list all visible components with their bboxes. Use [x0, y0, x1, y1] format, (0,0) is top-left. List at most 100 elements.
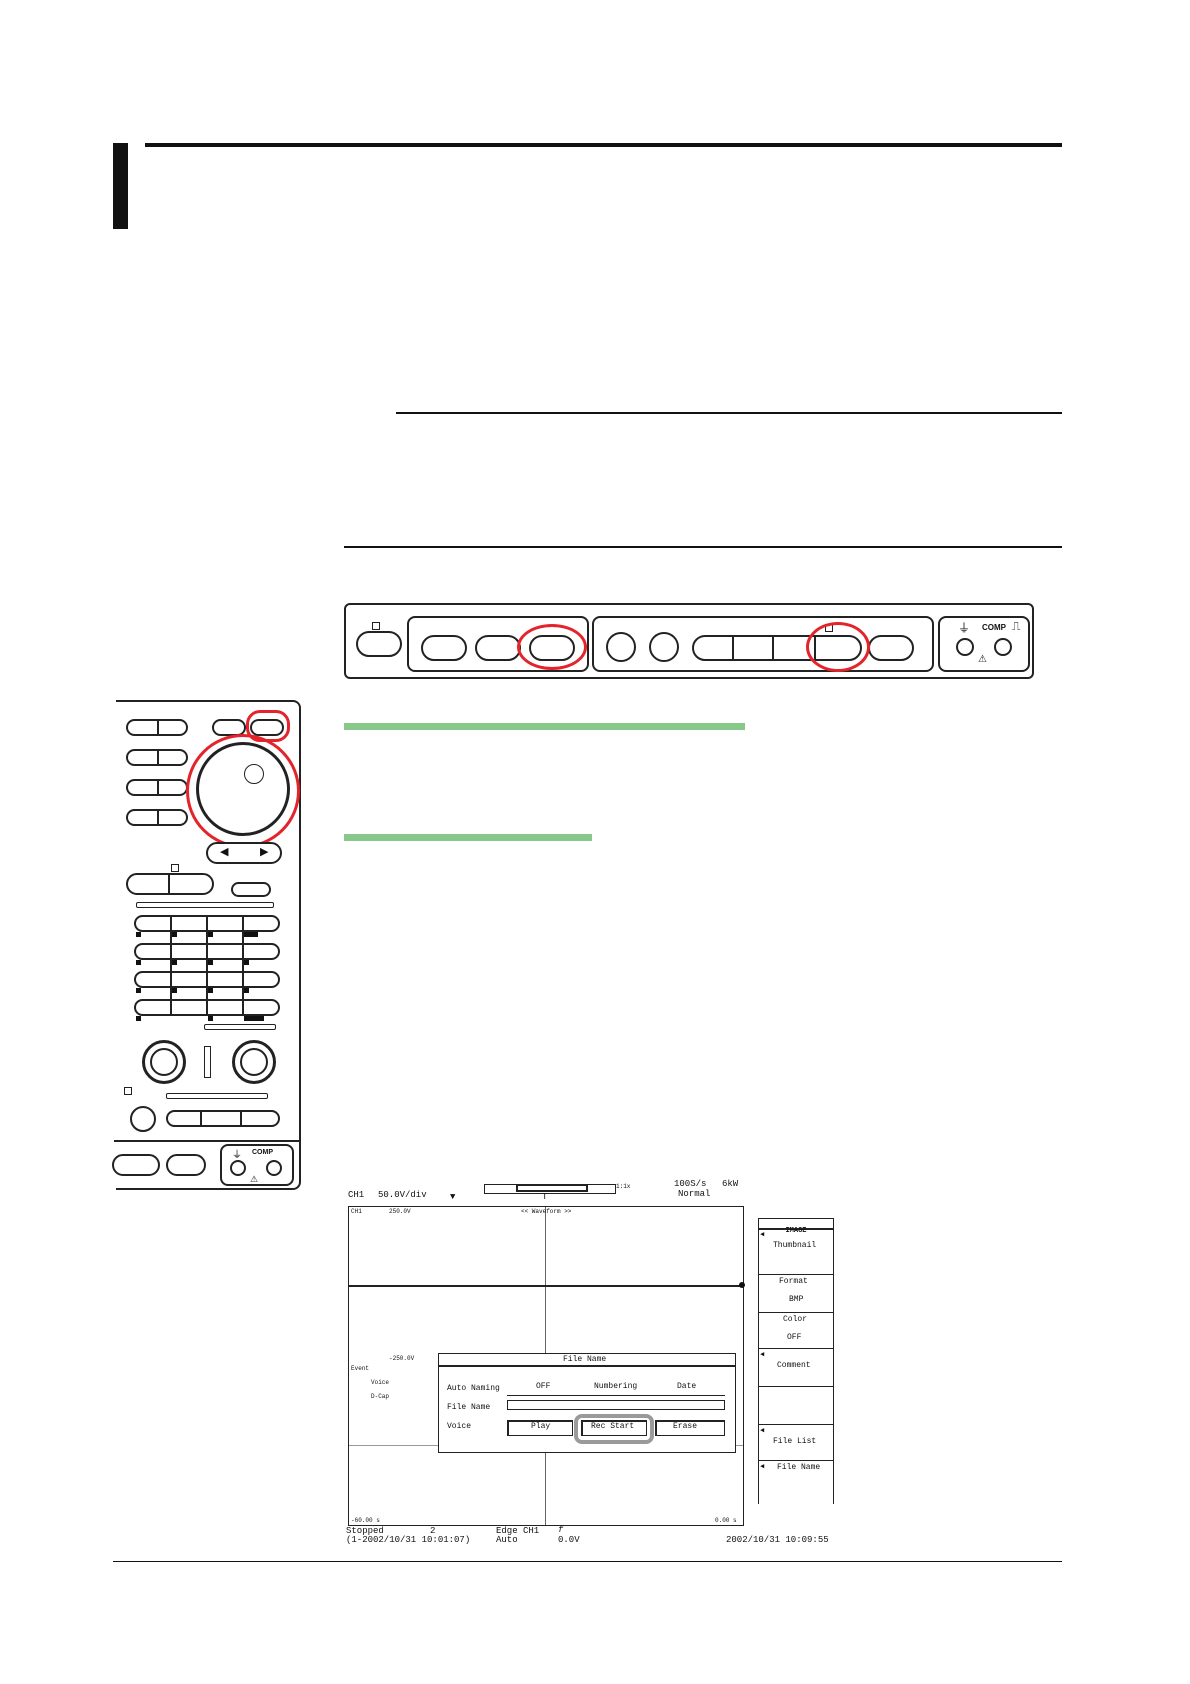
arrow-key-bar — [206, 842, 282, 864]
panel-key[interactable] — [868, 635, 914, 661]
panel-key[interactable] — [112, 1154, 160, 1176]
auto-naming-off[interactable]: OFF — [536, 1382, 551, 1391]
indicator-block — [136, 960, 141, 965]
procedure-rule — [344, 546, 1062, 548]
softkey-color[interactable]: Color OFF — [759, 1312, 833, 1348]
key-divider — [732, 635, 734, 661]
trigger-level: 0.0V — [558, 1535, 580, 1545]
horizontal-knob[interactable] — [232, 1040, 276, 1084]
panel-key[interactable] — [421, 635, 467, 661]
voice-rec-start-label: Rec Start — [591, 1422, 635, 1431]
chapter-header-rule — [145, 143, 1062, 147]
oscilloscope-screen: CH1 50.0V/div 1:1x 100S/s 6kW Normal ▼ T… — [344, 1178, 834, 1545]
indicator-block — [136, 932, 141, 937]
softkey-comment[interactable]: ◀ Comment — [759, 1348, 833, 1386]
key-divider — [157, 809, 159, 826]
key-divider — [772, 635, 774, 661]
indicator-block — [208, 988, 213, 993]
acquisition-count: 2 — [430, 1526, 436, 1536]
indicator-block — [208, 960, 213, 965]
key-row[interactable] — [166, 1110, 280, 1127]
ground-icon: ⏚ — [958, 621, 971, 635]
square-wave-icon: ⎍ — [1012, 619, 1021, 633]
key-divider — [157, 749, 159, 766]
voice-erase-button[interactable]: Erase — [655, 1420, 725, 1436]
trace-end-marker — [739, 1282, 745, 1288]
section-rule — [396, 412, 1062, 414]
grid-top-center: << Waveform >> — [521, 1208, 572, 1215]
trigger-slope-icon: f — [558, 1525, 564, 1535]
comp-terminal — [266, 1160, 282, 1176]
softkey-blank — [759, 1386, 833, 1424]
indicator-block — [136, 1016, 141, 1021]
grid-list-dcap: D-Cap — [371, 1393, 390, 1400]
key-row-dividers — [206, 915, 208, 1016]
clock: 2002/10/31 10:09:55 — [726, 1535, 829, 1545]
round-key[interactable] — [649, 632, 679, 662]
acquisition-state: Stopped — [346, 1526, 384, 1536]
led-indicator — [124, 1087, 132, 1095]
softkey-thumbnail[interactable]: ◀ Thumbnail — [759, 1228, 833, 1274]
grid-top-scale: 250.0V — [389, 1208, 411, 1215]
led-indicator — [171, 864, 179, 872]
zoom-tag: 1:1x — [616, 1183, 631, 1190]
dialog-title-rule — [439, 1365, 735, 1367]
left-arrow-icon[interactable]: ◀ — [220, 846, 229, 858]
highlight-ring — [186, 734, 300, 848]
softkey-file-name[interactable]: ◀ File Name — [759, 1460, 833, 1504]
auto-naming-date[interactable]: Date — [677, 1382, 697, 1391]
softkey-file-list[interactable]: ◀ File List — [759, 1424, 833, 1460]
record-window — [516, 1184, 588, 1192]
section-line — [204, 1024, 276, 1030]
chapter-tab-block — [113, 143, 128, 229]
warning-icon: ⚠ — [978, 654, 987, 665]
panel-key[interactable] — [166, 1154, 206, 1176]
trigger-marker: T — [542, 1192, 548, 1202]
softkey-menu-title: IMAGE — [759, 1218, 833, 1235]
trigger-position-marker: ▼ — [450, 1192, 456, 1202]
indicator-block — [172, 960, 177, 965]
comp-label: COMP — [252, 1149, 273, 1156]
sample-rate: 100S/s — [674, 1179, 707, 1189]
file-name-label: File Name — [447, 1403, 491, 1412]
key-pair[interactable] — [126, 873, 214, 895]
softkey-menu: IMAGE ◀ Thumbnail Format BMP Color OFF ◀… — [758, 1218, 834, 1504]
auto-naming-selector[interactable] — [507, 1381, 725, 1396]
indicator-block — [208, 932, 213, 937]
section-line — [136, 902, 274, 908]
voice-rec-start-button[interactable]: Rec Start — [581, 1420, 647, 1436]
horizontal-knob-cap — [240, 1048, 268, 1076]
key-row-dividers — [170, 915, 172, 1016]
vertical-knob-cap — [150, 1048, 178, 1076]
indicator-block — [244, 932, 258, 937]
indicator-block — [172, 988, 177, 993]
round-key[interactable] — [606, 632, 636, 662]
right-arrow-icon[interactable]: ▶ — [260, 846, 269, 858]
voice-erase-label: Erase — [673, 1422, 698, 1431]
file-name-input[interactable] — [507, 1400, 725, 1410]
section-line — [166, 1093, 268, 1099]
grid-list-event: Event — [351, 1365, 370, 1372]
indicator-block — [172, 932, 177, 937]
acquisition-mode: Normal — [678, 1189, 711, 1199]
rec-start-highlight — [574, 1414, 654, 1444]
auto-naming-numbering[interactable]: Numbering — [594, 1382, 638, 1391]
indicator-block — [244, 960, 249, 965]
warning-icon: ⚠ — [250, 1174, 259, 1184]
small-knob[interactable] — [130, 1106, 156, 1132]
voice-play-button[interactable]: Play — [507, 1420, 573, 1436]
panel-bottom-divider — [114, 1140, 299, 1142]
slot-indicator — [204, 1046, 211, 1078]
voice-label: Voice — [447, 1422, 472, 1431]
channel-label: CH1 — [348, 1190, 365, 1200]
softkey-format[interactable]: Format BMP — [759, 1274, 833, 1312]
ground-terminal — [956, 638, 974, 656]
panel-key[interactable] — [231, 882, 271, 897]
ground-terminal — [230, 1160, 246, 1176]
panel-key[interactable] — [475, 635, 521, 661]
voice-play-label: Play — [531, 1422, 551, 1431]
panel-key[interactable] — [356, 631, 402, 657]
grid-list-voice: Voice — [371, 1379, 390, 1386]
waveform-trace — [349, 1285, 743, 1287]
key-divider — [168, 873, 170, 895]
